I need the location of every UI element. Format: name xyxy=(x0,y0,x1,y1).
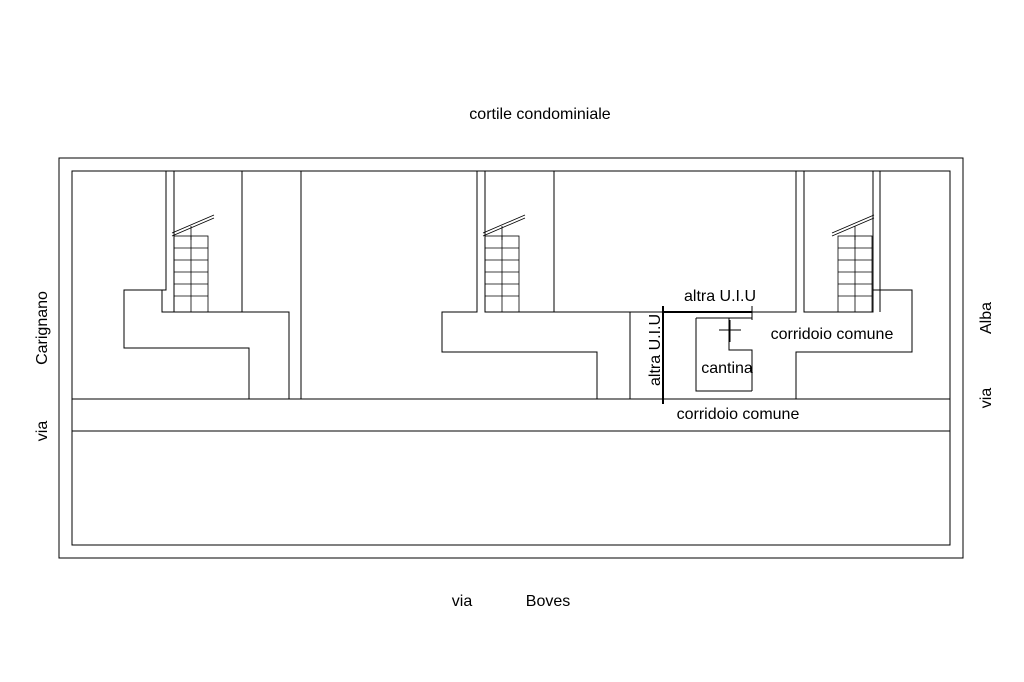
staircase-left xyxy=(171,214,215,313)
left-vestibule xyxy=(161,290,174,313)
building-inner-wall xyxy=(71,170,951,546)
staircase-right xyxy=(831,214,875,313)
street-left-name: Carignano xyxy=(34,291,51,365)
staircase-middle xyxy=(482,214,526,313)
passage-left xyxy=(242,311,290,399)
room-left-1 xyxy=(72,170,250,399)
street-left-prefix: via xyxy=(34,421,51,442)
courtyard-label: cortile condominiale xyxy=(469,106,611,123)
street-bottom-name: Boves xyxy=(526,593,570,610)
common-corridor-bottom-label: corridoio comune xyxy=(677,406,800,423)
other-unit-top-label: altra U.I.U xyxy=(684,288,756,305)
stair-wall-right xyxy=(803,170,874,313)
middle-right-room xyxy=(554,170,797,313)
street-right-name: Alba xyxy=(978,302,995,334)
cellar-label: cantina xyxy=(701,360,753,377)
room-right xyxy=(795,170,950,399)
stair-wall-middle xyxy=(484,170,555,313)
common-corridor-right-label: corridoio comune xyxy=(771,326,894,343)
other-unit-side-label: altra U.I.U xyxy=(647,314,664,386)
street-bottom-prefix: via xyxy=(452,593,473,610)
right-vestibule xyxy=(873,289,881,312)
cellar-room xyxy=(695,317,753,392)
room-middle-1 xyxy=(249,170,598,399)
building-outer-wall xyxy=(58,157,964,559)
street-right-prefix: via xyxy=(978,388,995,409)
